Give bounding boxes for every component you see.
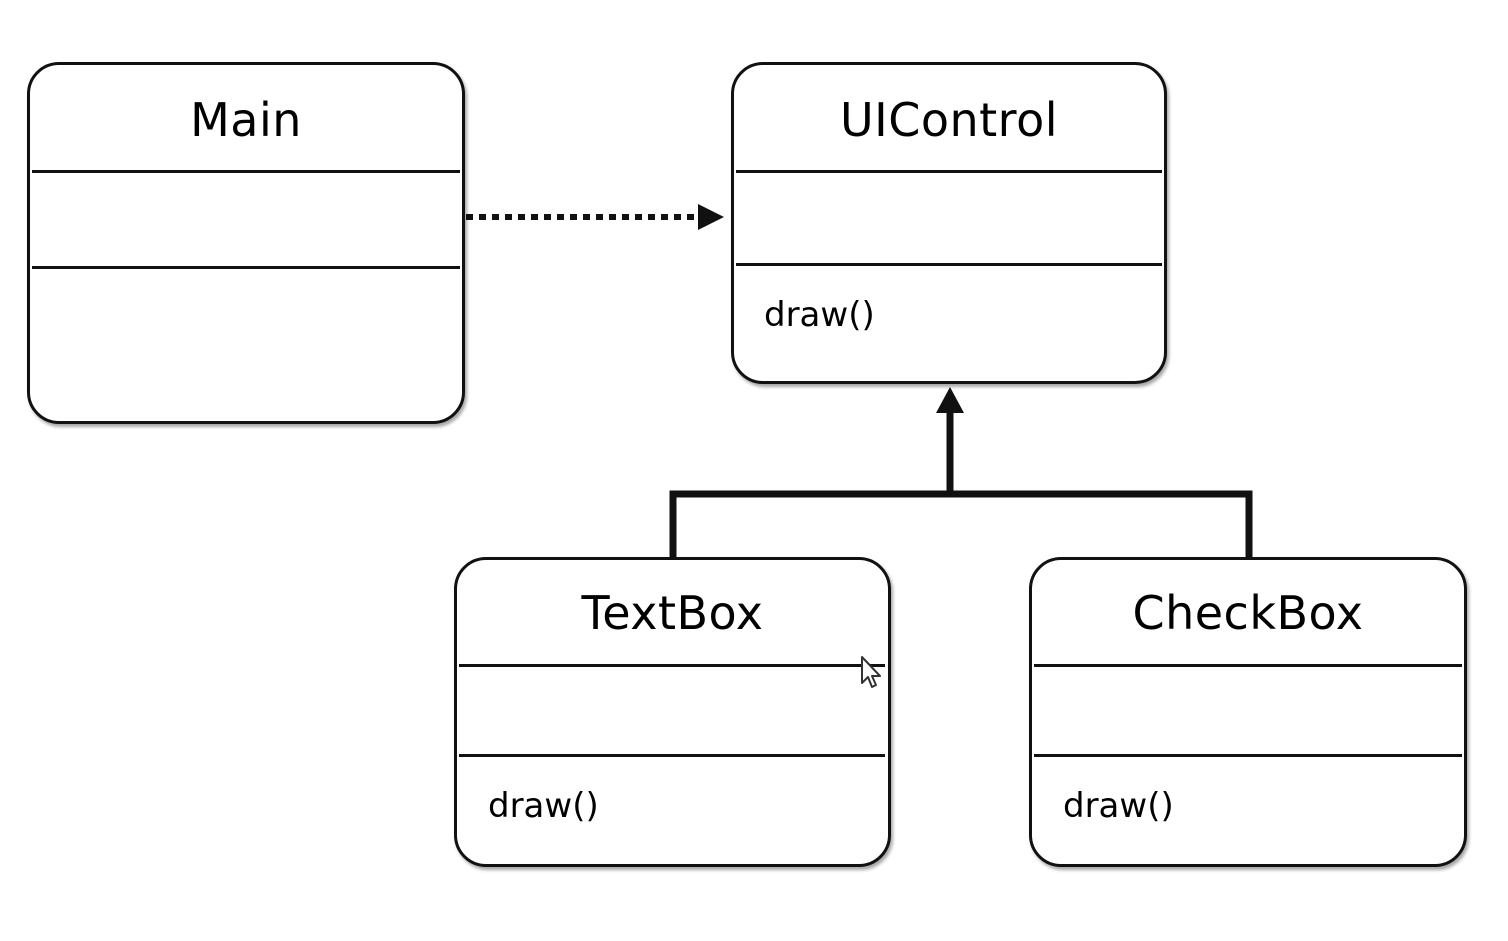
class-name: Main [190,93,302,147]
attributes-divider [736,170,1162,173]
methods-divider [736,263,1162,266]
methods-divider [459,754,885,757]
methods-divider [1034,754,1462,757]
attributes-divider [32,170,460,173]
class-main[interactable]: Main [27,62,465,424]
class-name: CheckBox [1132,586,1364,640]
attributes-divider [459,664,885,667]
class-name: TextBox [581,586,764,640]
generalization-branch [669,490,1253,557]
class-uicontrol[interactable]: UIControl draw() [731,62,1167,384]
methods-divider [32,266,460,269]
method-draw: draw() [488,786,599,826]
method-draw: draw() [1063,786,1174,826]
class-textbox[interactable]: TextBox draw() [454,557,891,867]
dependency-arrowhead [698,204,724,230]
arrow-pointer-icon [861,656,881,688]
generalization-arrowhead [936,387,964,413]
class-name: UIControl [839,93,1058,147]
attributes-divider [1034,664,1462,667]
method-draw: draw() [764,295,875,335]
class-checkbox[interactable]: CheckBox draw() [1029,557,1467,867]
